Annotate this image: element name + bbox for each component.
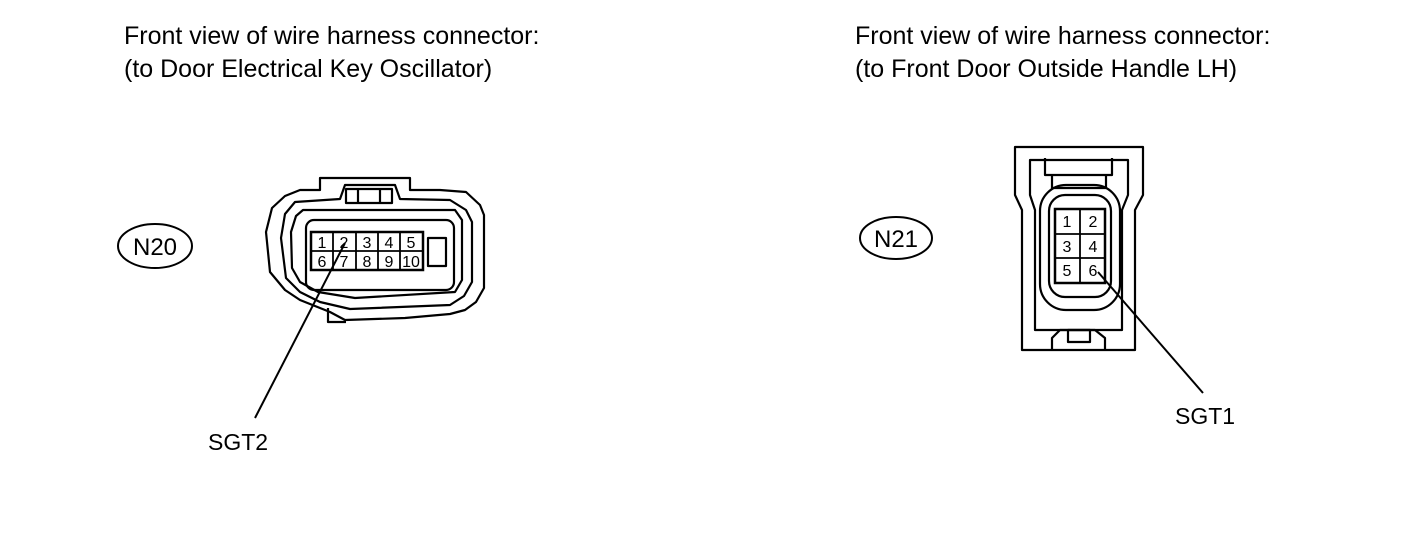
n21-pin-1: 1: [1063, 214, 1072, 231]
n21-connector-housing: [1013, 145, 1145, 352]
n21-code-label: N21: [874, 226, 918, 253]
n21-pin-6: 6: [1089, 263, 1098, 280]
n20-pin-9: 9: [385, 254, 394, 271]
right-title-line2: (to Front Door Outside Handle LH): [855, 55, 1238, 83]
left-title-line1: Front view of wire harness connector:: [124, 22, 540, 50]
n20-pin-1: 1: [318, 235, 327, 252]
n21-pin-5: 5: [1063, 263, 1072, 280]
n20-signal-label: SGT2: [208, 429, 268, 455]
n21-pin-4: 4: [1089, 239, 1098, 256]
n20-pin-5: 5: [407, 235, 416, 252]
n20-pin-7: 7: [340, 254, 349, 271]
n20-pin-grid: 1 2 3 4 5 6 7 8 9 10: [309, 230, 425, 272]
n21-signal-label: SGT1: [1175, 403, 1235, 429]
n20-code-badge: N20: [117, 223, 193, 269]
n20-code-label: N20: [133, 234, 177, 261]
n21-pin-2: 2: [1089, 214, 1098, 231]
n20-pin-6: 6: [318, 254, 327, 271]
n21-pin-grid: 1 2 3 4 5 6: [1053, 207, 1107, 285]
n20-pin-4: 4: [385, 235, 394, 252]
left-title-line2: (to Door Electrical Key Oscillator): [124, 55, 493, 83]
right-connector-title: Front view of wire harness connector: (t…: [855, 20, 1270, 86]
n21-pin-3: 3: [1063, 239, 1072, 256]
n20-pin-3: 3: [363, 235, 372, 252]
n21-code-badge: N21: [859, 216, 933, 260]
n20-pin-10: 10: [402, 254, 420, 271]
left-connector-title: Front view of wire harness connector: (t…: [124, 20, 539, 86]
n20-leader-line: [254, 242, 346, 419]
right-title-line1: Front view of wire harness connector:: [855, 22, 1271, 50]
n20-pin-8: 8: [363, 254, 372, 271]
n21-leader-line: [1097, 271, 1204, 394]
n20-connector-housing: [264, 176, 486, 324]
